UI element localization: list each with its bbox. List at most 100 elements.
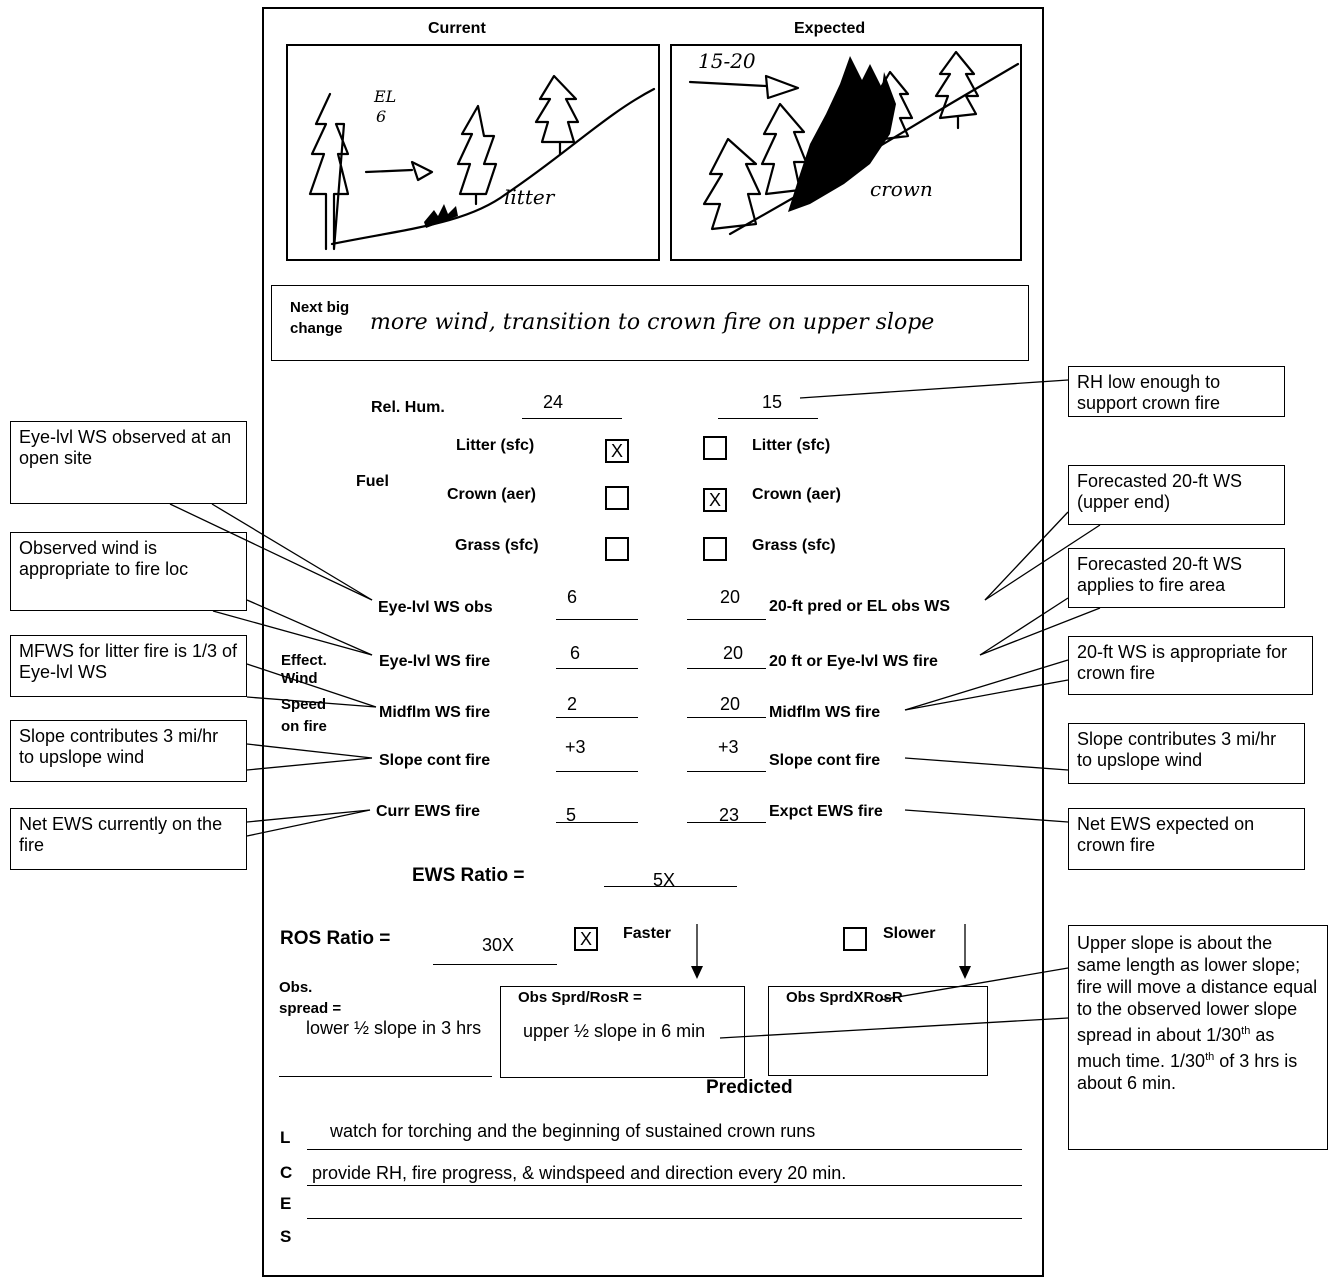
wind-arrow <box>364 160 434 182</box>
slope-cont-label: Slope cont fire <box>379 752 491 769</box>
litter-expected-checkbox[interactable] <box>703 436 727 460</box>
midflm-ws-expected-line <box>687 717 766 718</box>
wind-group-label-2: Wind <box>281 670 318 687</box>
ews-ratio-line <box>604 886 737 887</box>
callout-upper-slope: Upper slope is about the same length as … <box>1068 925 1328 1150</box>
next-change-label-2: change <box>290 320 343 337</box>
ros-ratio-value: 30X <box>482 935 515 955</box>
eye-ws-fire-expected-line <box>687 668 766 669</box>
header-current: Current <box>428 20 486 37</box>
eye-ws-obs-current-line <box>556 619 638 620</box>
obs-spread-value: lower ½ slope in 3 hrs <box>306 1018 482 1038</box>
current-sketch-box <box>286 44 660 261</box>
slower-checkbox[interactable] <box>843 927 867 951</box>
rel-hum-expected-line <box>718 418 818 419</box>
callout-obs-wind: Observed wind is appropriate to fire loc <box>10 532 247 611</box>
fire-flames <box>424 204 458 228</box>
lces-letter-l: L <box>280 1128 291 1147</box>
header-expected: Expected <box>794 20 866 37</box>
obs-spread-label-2: spread = <box>279 1000 342 1017</box>
sprd-div-value: upper ½ slope in 6 min <box>523 1021 706 1041</box>
ros-ratio-label: ROS Ratio = <box>280 928 391 949</box>
wind-group-label-3: Speed <box>281 696 327 713</box>
lces-c-text: provide RH, fire progress, & windspeed a… <box>312 1163 847 1183</box>
el-label: EL <box>373 87 396 106</box>
next-change-text: more wind, transition to crown fire on u… <box>370 310 935 335</box>
eye-ws-obs-label: Eye-lvl WS obs <box>378 599 493 616</box>
fuel-row-crown-label-right: Crown (aer) <box>752 486 841 503</box>
fuel-row-crown-label: Crown (aer) <box>447 486 536 503</box>
ews-ratio-label: EWS Ratio = <box>412 865 525 886</box>
grass-current-checkbox[interactable] <box>605 537 629 561</box>
sup-1: th <box>1241 1025 1251 1037</box>
fuel-row-litter-label: Litter (sfc) <box>456 437 535 454</box>
tree-3 <box>534 74 580 156</box>
lces-letter-e: E <box>280 1194 292 1213</box>
slope-cont-expected-line <box>687 771 766 772</box>
litter-label: litter <box>504 185 556 209</box>
eye-ws-obs-expected-line <box>687 619 766 620</box>
upper-slope-text-2: as much time. 1/30 <box>1077 1025 1275 1071</box>
expected-sketch-drawing: 15-20 crown <box>688 49 1020 236</box>
faster-checkbox[interactable]: X <box>574 927 598 951</box>
eye-ws-fire-label: Eye-lvl WS fire <box>379 653 491 670</box>
obs-spread-label-1: Obs. <box>279 979 313 996</box>
faster-label: Faster <box>623 925 672 942</box>
litter-current-checkbox[interactable]: X <box>605 439 629 463</box>
predicted-label: Predicted <box>706 1077 793 1098</box>
tree-mid <box>760 102 808 196</box>
grass-expected-checkbox[interactable] <box>703 537 727 561</box>
curr-ews-value: 5 <box>566 805 577 825</box>
crown-label: crown <box>870 177 933 201</box>
callout-net-expected: Net EWS expected on crown fire <box>1068 808 1305 870</box>
slope-cont-right-label: Slope cont fire <box>769 752 881 769</box>
slope-cont-expected: +3 <box>718 737 739 757</box>
sup-2: th <box>1205 1051 1215 1063</box>
tree-left <box>702 137 762 231</box>
rel-hum-label: Rel. Hum. <box>371 399 445 416</box>
sprd-mul-label: Obs SprdXRosR <box>786 989 903 1006</box>
fuel-label: Fuel <box>356 473 389 490</box>
midflm-ws-current: 2 <box>567 694 578 714</box>
wind-group-label-1: Effect. <box>281 652 327 669</box>
crown-expected-checkbox[interactable]: X <box>703 488 727 512</box>
rel-hum-expected: 15 <box>762 392 783 412</box>
lces-letter-c: C <box>280 1163 293 1182</box>
slope-line <box>330 87 656 246</box>
ros-ratio-line <box>433 964 557 965</box>
slope-cont-current-line <box>556 771 638 772</box>
tree-1 <box>308 92 350 251</box>
callout-slope-left: Slope contributes 3 mi/hr to upslope win… <box>10 720 247 782</box>
next-change-label-1: Next big <box>290 299 350 316</box>
eye-ws-fire-expected: 20 <box>723 643 744 663</box>
slope-cont-current: +3 <box>565 737 586 757</box>
callout-net-current: Net EWS currently on the fire <box>10 808 247 870</box>
lces-c-line <box>307 1185 1022 1186</box>
lces-l-line <box>307 1149 1022 1150</box>
midflm-ws-current-line <box>556 717 638 718</box>
callout-forecast-upper: Forecasted 20-ft WS (upper end) <box>1068 465 1285 525</box>
callout-forecast-area: Forecasted 20-ft WS applies to fire area <box>1068 548 1285 608</box>
el-value: 6 <box>376 107 386 126</box>
upper-slope-text-3: of 3 hrs is about 6 min. <box>1077 1051 1298 1093</box>
tree-right <box>934 50 980 130</box>
sprd-div-label: Obs Sprd/RosR = <box>518 989 642 1006</box>
eye-ws-obs-current: 6 <box>567 587 578 607</box>
midflm-ws-right-label: Midflm WS fire <box>769 704 881 721</box>
crown-current-checkbox[interactable] <box>605 486 629 510</box>
curr-ews-label: Curr EWS fire <box>376 803 481 820</box>
ews-ratio-value: 5X <box>653 870 676 890</box>
tree-2 <box>456 104 498 206</box>
lces-letter-s: S <box>280 1227 292 1246</box>
obs-spread-line <box>279 1076 492 1077</box>
callout-mfws: MFWS for litter fire is 1/3 of Eye-lvl W… <box>10 635 247 697</box>
expct-ews-value: 23 <box>719 805 740 825</box>
eye-ws-fire-current: 6 <box>570 643 581 663</box>
callout-rh: RH low enough to support crown fire <box>1068 366 1285 417</box>
slower-label: Slower <box>883 925 936 942</box>
callout-ws-crown: 20-ft WS is appropriate for crown fire <box>1068 636 1313 695</box>
ws-range-label: 15-20 <box>698 49 756 73</box>
callout-slope-right: Slope contributes 3 mi/hr to upslope win… <box>1068 723 1305 784</box>
eye-ws-fire-current-line <box>556 668 638 669</box>
crown-fire <box>788 56 896 212</box>
